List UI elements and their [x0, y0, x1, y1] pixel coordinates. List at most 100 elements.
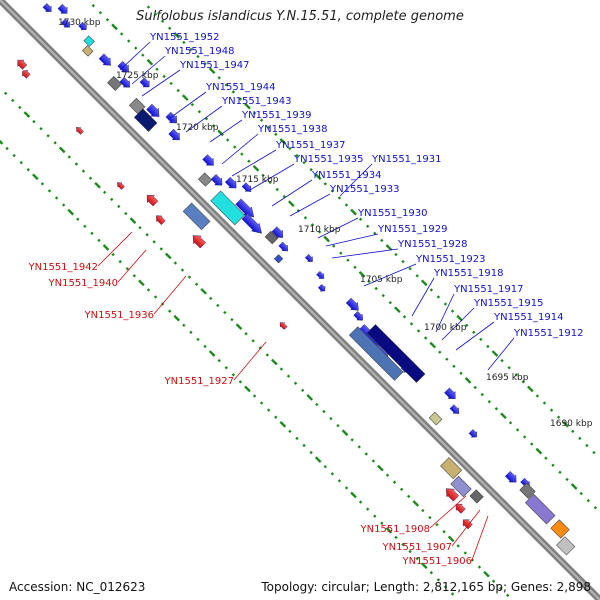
forward-gene-arrow: [42, 3, 52, 12]
tick-mark: [58, 146, 66, 154]
tick-mark: [323, 182, 327, 186]
tick-mark: [47, 189, 52, 193]
reverse-gene-arrow: [76, 127, 84, 135]
reverse-gene-arrow: [17, 59, 28, 70]
forward-gene-label: YN1551_1931: [371, 154, 442, 165]
forward-gene-label: YN1551_1948: [164, 46, 235, 57]
reverse-gene-label: YN1551_1942: [28, 262, 99, 273]
tick-mark: [98, 11, 103, 15]
tick-mark: [117, 204, 121, 209]
tick-mark: [364, 452, 368, 456]
reverse-gene-label: YN1551_1940: [48, 278, 119, 289]
tick-mark: [155, 67, 159, 71]
tick-mark: [267, 408, 271, 412]
tick-mark: [586, 498, 591, 503]
tick-mark: [126, 39, 131, 43]
tick-mark: [203, 344, 207, 349]
tick-mark: [180, 268, 185, 272]
forward-gene-arrow: [119, 77, 130, 88]
tick-mark: [173, 261, 178, 265]
tick-mark: [500, 412, 507, 420]
forward-gene-arrow: [241, 213, 262, 234]
tick-mark: [274, 415, 278, 419]
tick-mark: [200, 288, 207, 295]
tick-mark: [173, 32, 181, 39]
tick-mark: [402, 315, 407, 319]
tick-mark: [415, 274, 419, 278]
reverse-label-leader: [429, 495, 467, 529]
tick-mark: [208, 67, 216, 75]
tick-mark: [244, 385, 251, 393]
tick-mark: [344, 486, 349, 490]
forward-gene-arrow: [202, 154, 214, 166]
tick-mark: [579, 491, 583, 496]
tick-mark: [399, 487, 404, 492]
tick-mark: [377, 464, 384, 472]
feature-box: [182, 202, 211, 231]
tick-mark: [436, 578, 441, 582]
tick-mark: [83, 224, 87, 228]
forward-gene-arrow: [317, 284, 326, 292]
tick-mark: [54, 196, 59, 200]
tick-mark: [358, 271, 366, 278]
tick-mark: [420, 279, 428, 287]
forward-gene-arrow: [57, 3, 68, 14]
tick-mark: [486, 344, 490, 349]
tick-mark: [394, 535, 398, 540]
forward-gene-arrow: [271, 226, 284, 238]
tick-mark: [146, 5, 151, 9]
tick-mark: [300, 388, 305, 393]
tick-mark: [224, 83, 228, 87]
forward-gene-arrow: [504, 471, 517, 483]
tick-mark: [315, 402, 319, 407]
kbp-tick-label: 1695 kbp: [486, 373, 529, 383]
tick-mark: [288, 146, 292, 151]
reverse-gene-arrow: [445, 488, 460, 502]
tick-mark: [371, 459, 376, 463]
tick-mark: [380, 521, 384, 525]
genome-summary-text: Topology: circular; Length: 2,812,165 bp…: [261, 580, 591, 594]
forward-gene-label: YN1551_1930: [357, 208, 428, 219]
tick-mark: [463, 551, 467, 555]
tick-mark: [146, 288, 151, 292]
tick-mark: [592, 450, 596, 455]
tick-mark: [521, 380, 525, 384]
tick-mark: [134, 46, 138, 50]
forward-label-leader: [363, 263, 417, 287]
tick-mark: [329, 416, 333, 421]
forward-label-leader: [331, 248, 399, 259]
tick-mark: [203, 61, 207, 66]
forward-gene-label: YN1551_1928: [397, 239, 468, 250]
forward-gene-label: YN1551_1917: [453, 284, 524, 295]
tick-mark: [196, 54, 200, 59]
tick-mark: [197, 110, 202, 114]
tick-mark: [252, 394, 257, 398]
tick-mark: [40, 182, 45, 186]
tick-mark: [332, 244, 336, 248]
tick-mark: [259, 401, 264, 405]
tick-mark: [67, 208, 75, 216]
tick-mark: [189, 47, 193, 52]
tick-mark: [265, 353, 269, 357]
forward-label-leader: [119, 41, 151, 71]
tick-mark: [176, 88, 180, 93]
map-title: Sulfolobus islandicus Y.N.15.51, complet…: [136, 9, 464, 24]
forward-label-leader: [411, 277, 435, 317]
tick-mark: [302, 160, 306, 165]
forward-gene-label: YN1551_1912: [513, 328, 584, 339]
tick-mark: [317, 230, 322, 234]
reverse-gene-arrow: [279, 322, 288, 330]
forward-gene-label: YN1551_1934: [311, 170, 382, 181]
forward-label-leader: [249, 163, 295, 191]
tick-mark: [421, 508, 425, 513]
tick-mark: [288, 200, 295, 207]
tick-mark: [479, 337, 483, 342]
tick-mark: [216, 303, 220, 308]
tick-mark: [477, 565, 482, 569]
tick-mark: [527, 385, 534, 393]
tick-mark: [286, 374, 291, 378]
tick-mark: [408, 267, 412, 271]
tick-mark: [339, 251, 343, 255]
tick-mark: [415, 556, 419, 561]
forward-label-leader: [289, 193, 331, 217]
